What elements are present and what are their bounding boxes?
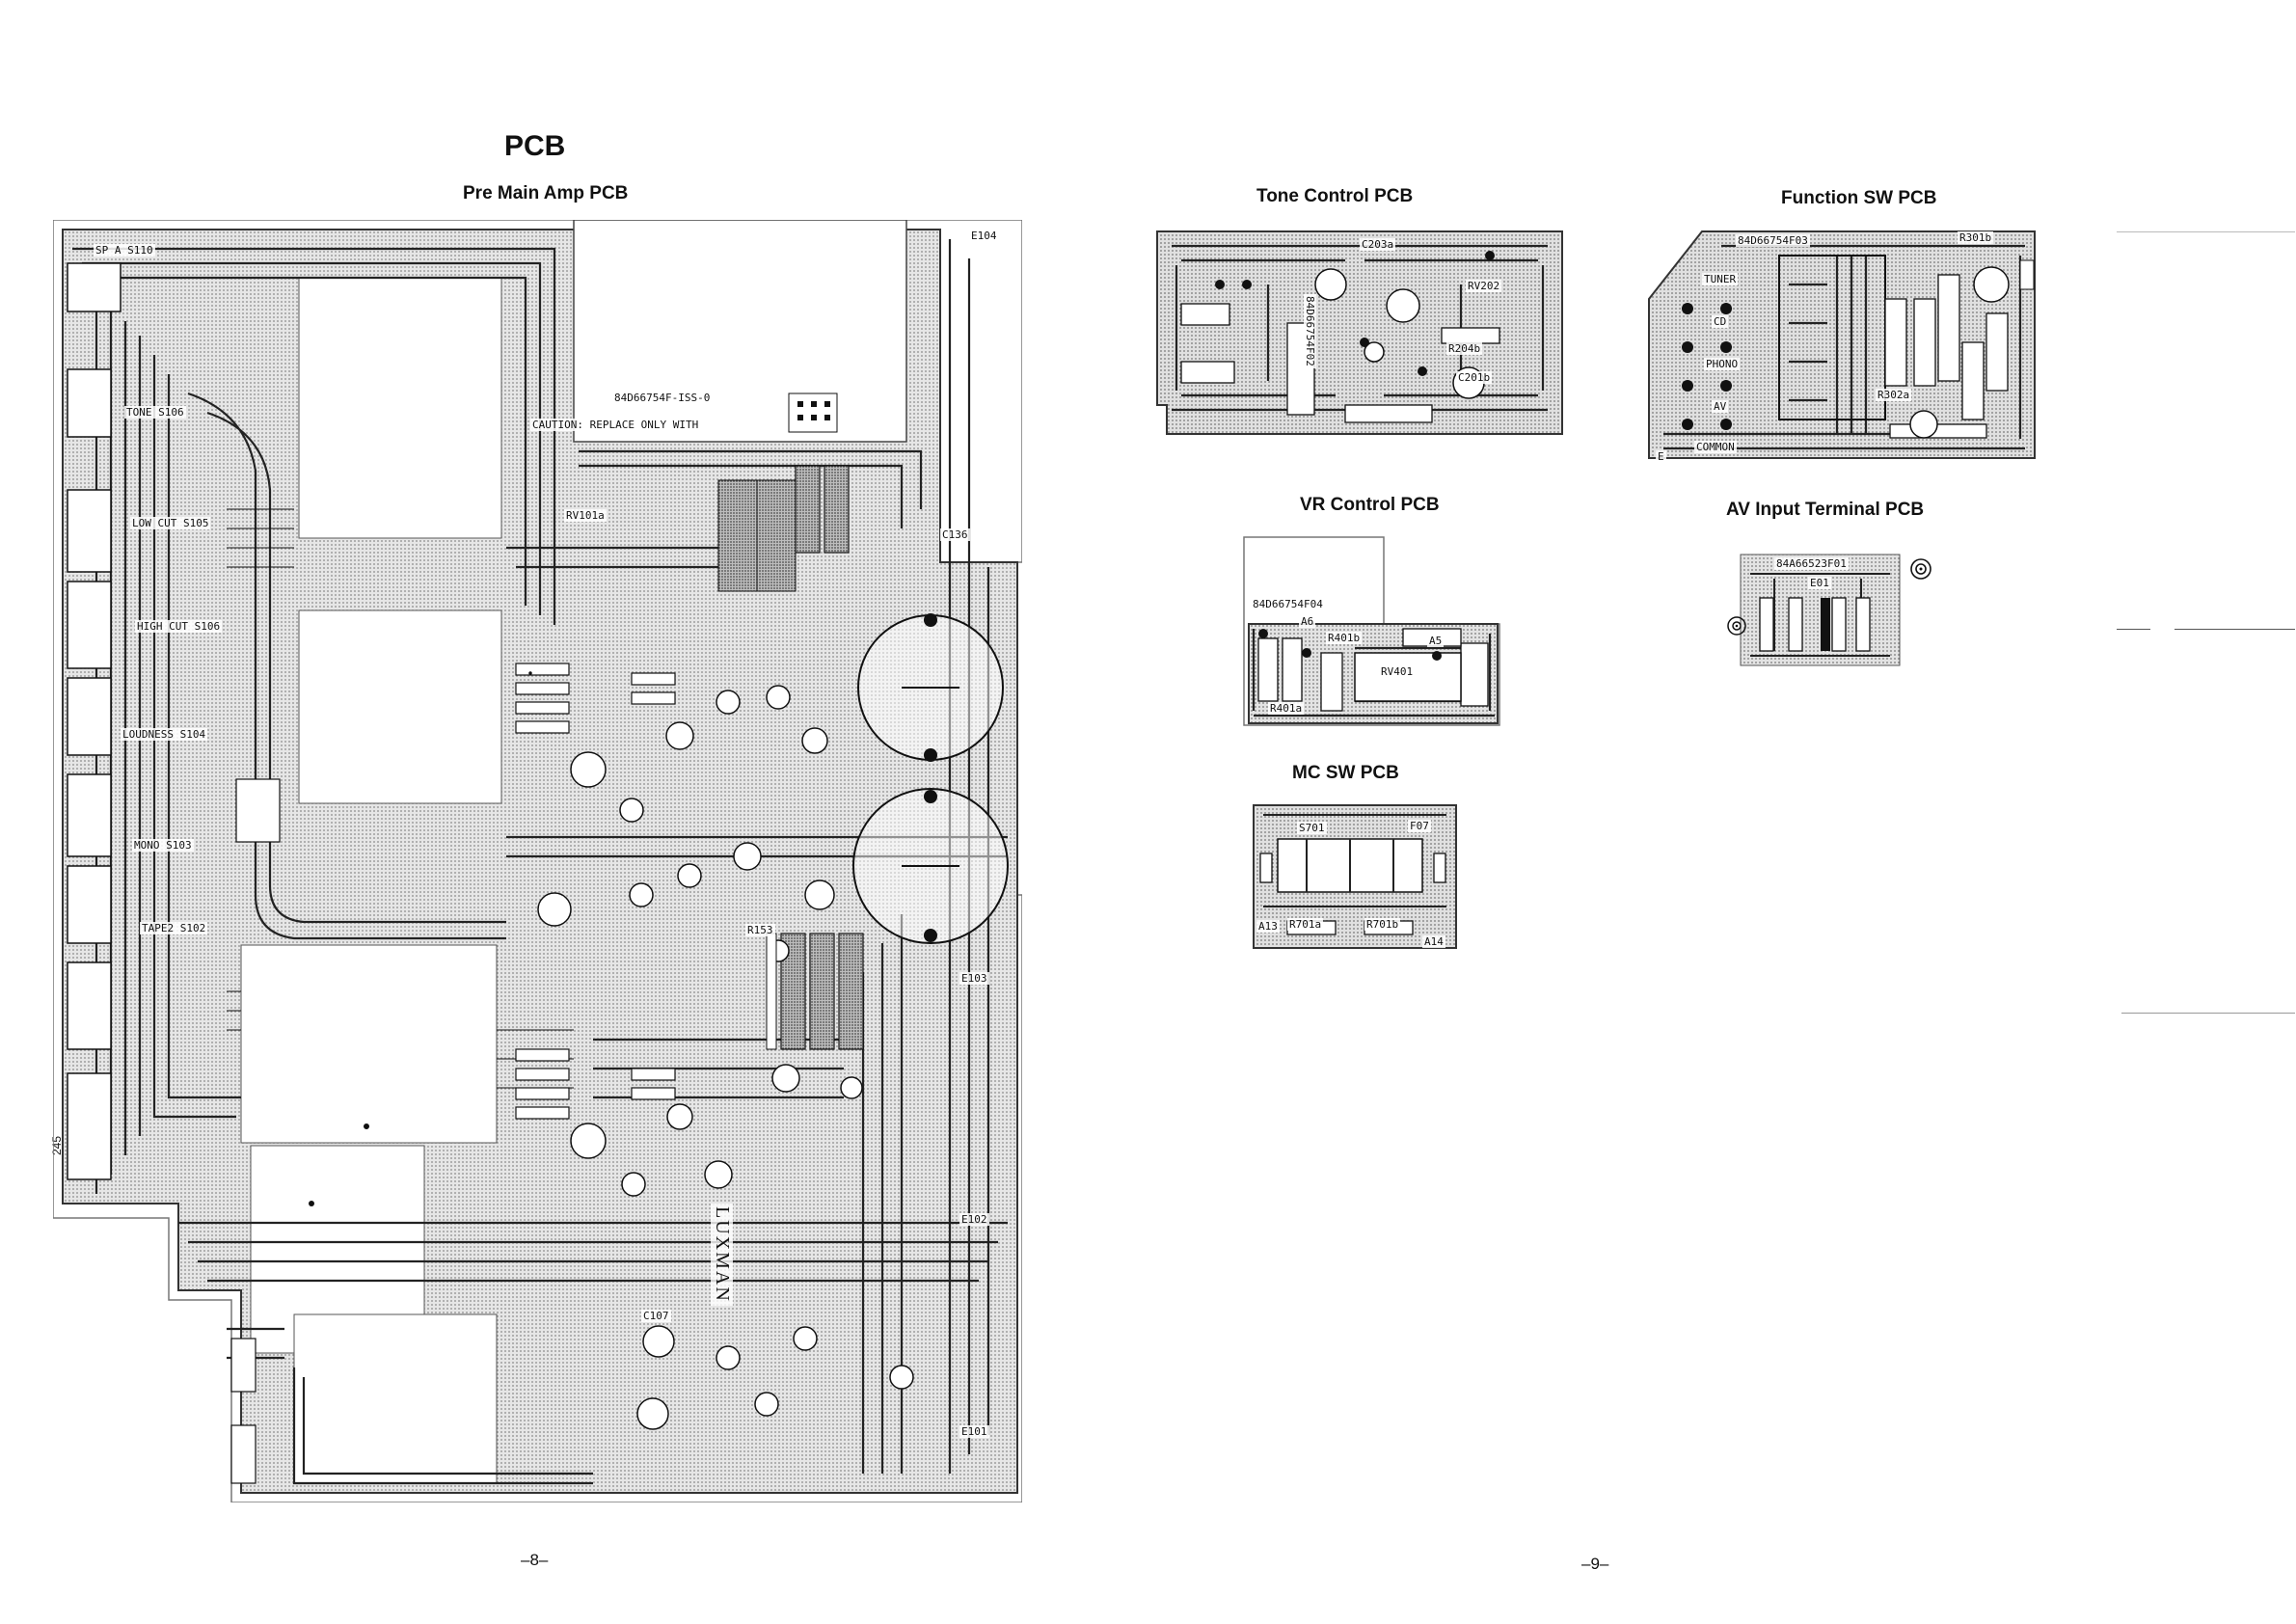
- label-sp-a: SP A S110: [94, 244, 155, 257]
- label-loudness-switch: LOUDNESS S104: [121, 728, 208, 741]
- label-board-number: 84D66754F-ISS-0: [612, 392, 713, 404]
- label-c136: C136: [940, 528, 970, 541]
- scan-line: [2117, 231, 2295, 232]
- mount-hole-icon: [1727, 616, 1746, 636]
- tone-control-pcb: 84D66754F02 RV202 C203a C201b R204b: [1152, 227, 1567, 444]
- function-label-phono: PHONO: [1704, 358, 1741, 370]
- tone-label-r204b: R204b: [1446, 342, 1483, 355]
- av-input-terminal-pcb: 84A66523F01 E01: [1736, 550, 1904, 670]
- mc-sw-title: MC SW PCB: [1292, 763, 1399, 783]
- mc-label-r701a: R701a: [1287, 918, 1324, 931]
- pre-main-amp-pcb: SP A S110 84D66754F-ISS-0 CAUTION: REPLA…: [53, 220, 1022, 1502]
- function-label-common: COMMON: [1694, 441, 1737, 453]
- pre-main-amp-title: Pre Main Amp PCB: [463, 183, 629, 203]
- label-tone-switch: TONE S106: [124, 406, 186, 419]
- function-label-av: AV: [1712, 400, 1729, 413]
- function-label-e: E: [1656, 450, 1666, 463]
- label-high-cut-switch: HIGH CUT S106: [135, 620, 223, 633]
- tone-control-title: Tone Control PCB: [1256, 186, 1414, 206]
- scan-line: [2117, 629, 2150, 630]
- page-number-right: –9–: [1581, 1555, 1609, 1573]
- mc-label-s701: S701: [1297, 822, 1327, 834]
- label-c107: C107: [641, 1310, 671, 1322]
- function-label-r302a: R302a: [1876, 389, 1912, 401]
- label-mono-switch: MONO S103: [132, 839, 194, 852]
- av-input-terminal-title: AV Input Terminal PCB: [1726, 500, 1925, 520]
- vr-label-r401a: R401a: [1268, 702, 1305, 715]
- mc-label-a14: A14: [1422, 935, 1445, 948]
- vr-label-rv401: RV401: [1379, 665, 1416, 678]
- page-heading: PCB: [504, 130, 566, 162]
- function-sw-pcb: 84D66754F03 TUNER CD PHONO AV COMMON E R…: [1644, 227, 2039, 473]
- vr-label-a5: A5: [1427, 635, 1445, 647]
- vr-control-title: VR Control PCB: [1300, 495, 1440, 515]
- vr-label-r401b: R401b: [1326, 632, 1363, 644]
- tone-label-c201b: C201b: [1456, 371, 1493, 384]
- scan-line: [2174, 629, 2295, 630]
- label-r153: R153: [745, 924, 775, 936]
- vr-label-board-number: 84D66754F04: [1251, 598, 1325, 610]
- label-rv101a: RV101a: [564, 509, 607, 522]
- function-label-r301b: R301b: [1958, 231, 1994, 244]
- tone-label-rv202: RV202: [1466, 280, 1502, 292]
- function-label-board-number: 84D66754F03: [1736, 234, 1810, 247]
- function-label-cd: CD: [1712, 315, 1729, 328]
- mc-label-r701b: R701b: [1364, 918, 1401, 931]
- mount-hole-icon: [1910, 558, 1931, 580]
- vr-control-artwork: [1243, 536, 1500, 726]
- mc-sw-pcb: S701 F07 R701a R701b A13 A14: [1249, 800, 1461, 953]
- tone-label-board-number: 84D66754F02: [1304, 294, 1316, 368]
- label-e103: E103: [959, 972, 989, 985]
- av-input-artwork: [1740, 554, 1901, 666]
- vr-control-pcb: 84D66754F04 RV401 R401b R401a A5 A6: [1239, 532, 1504, 730]
- luxman-logo: LUXMAN: [711, 1204, 733, 1306]
- scan-line: [2121, 1013, 2295, 1014]
- label-caution: CAUTION: REPLACE ONLY WITH: [530, 419, 701, 431]
- label-e101: E101: [959, 1425, 989, 1438]
- function-sw-artwork: [1648, 230, 2036, 459]
- tone-label-c203a: C203a: [1360, 238, 1396, 251]
- label-e104: E104: [969, 230, 999, 242]
- function-sw-title: Function SW PCB: [1781, 188, 1937, 208]
- page-number-left: –8–: [521, 1551, 549, 1569]
- label-tape2-switch: TAPE2 S102: [140, 922, 208, 934]
- pre-main-amp-artwork: [53, 220, 1022, 1502]
- vr-label-a6: A6: [1299, 615, 1316, 628]
- label-low-cut-switch: LOW CUT S105: [130, 517, 211, 529]
- label-e102: E102: [959, 1213, 989, 1226]
- mc-label-a13: A13: [1256, 920, 1280, 933]
- tone-control-artwork: [1156, 230, 1563, 435]
- mc-label-f07: F07: [1408, 820, 1431, 832]
- av-label-e01: E01: [1808, 577, 1831, 589]
- function-label-tuner: TUNER: [1702, 273, 1739, 285]
- av-label-board-number: 84A66523F01: [1774, 557, 1849, 570]
